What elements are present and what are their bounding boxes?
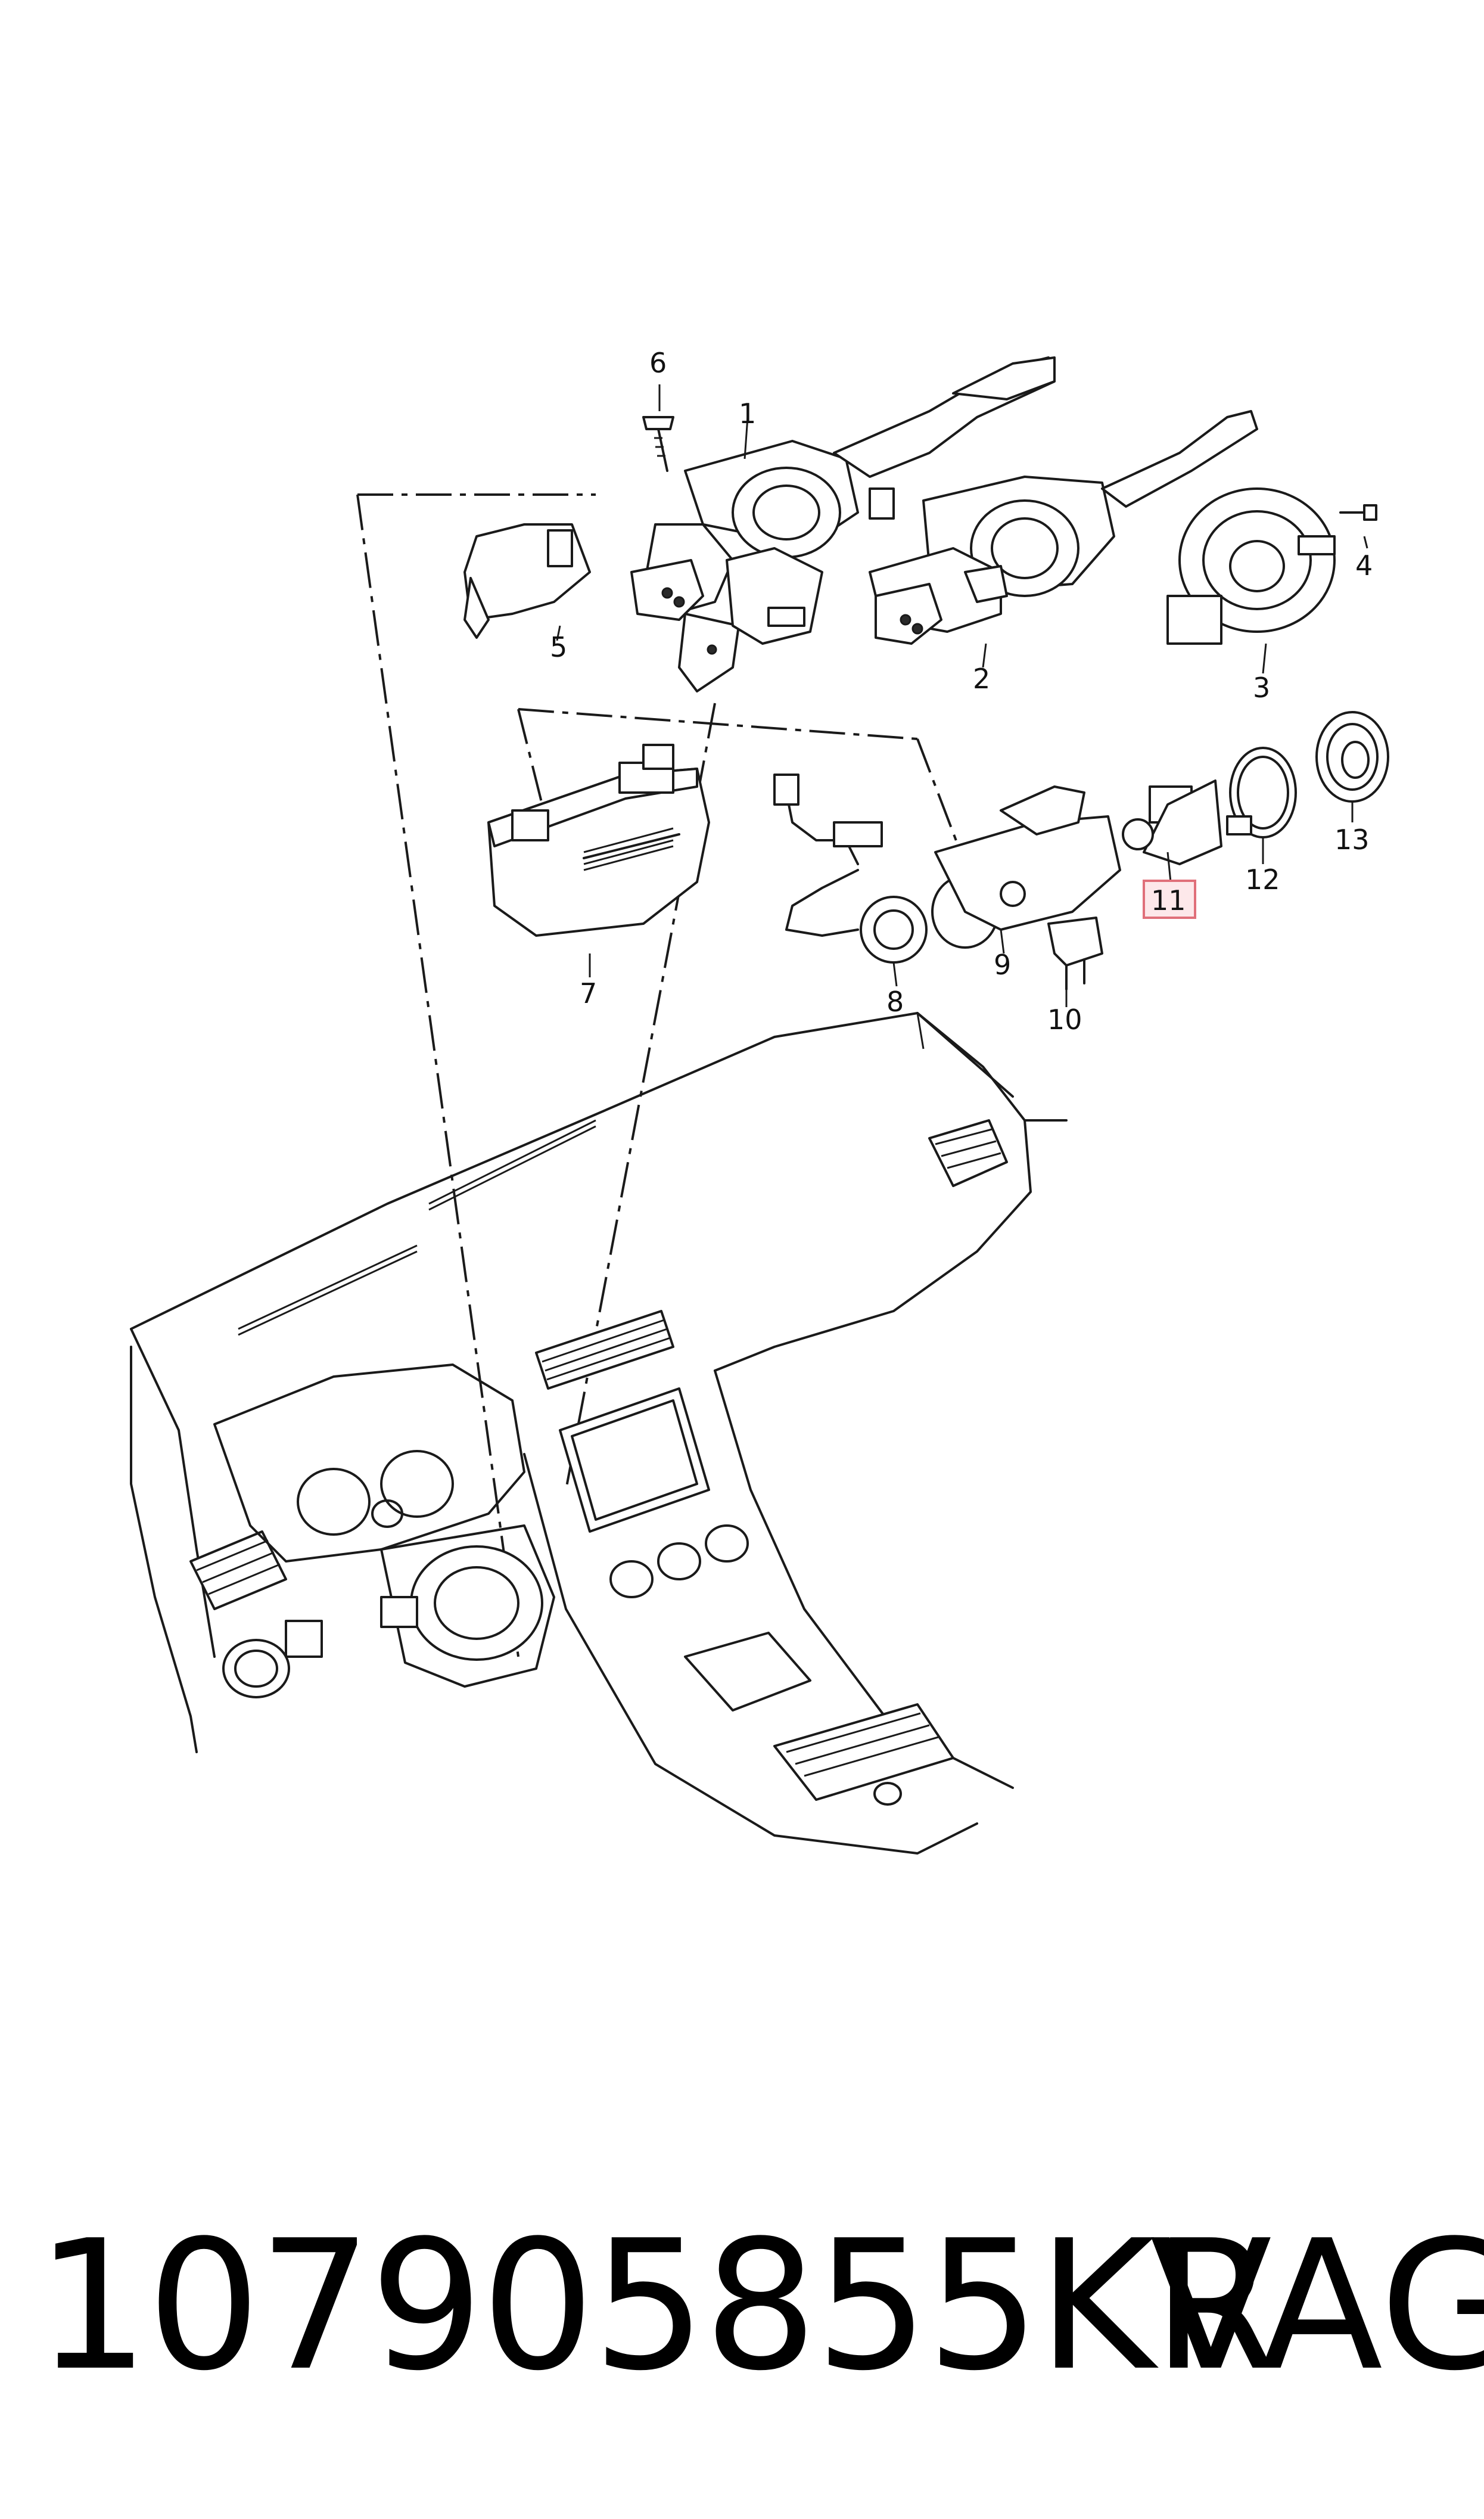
callout-10[interactable]: 10 — [1047, 1004, 1082, 1036]
callout-3[interactable]: 3 — [1253, 672, 1270, 704]
callout-2[interactable]: 2 — [973, 663, 990, 695]
part-6-screw — [642, 416, 674, 472]
callout-1[interactable]: 1 — [739, 397, 756, 430]
brand-name: VAG — [1150, 2202, 1484, 2410]
part-13-ring-cover — [1315, 711, 1389, 803]
part-3-clock-spring — [1166, 487, 1336, 645]
part-10-switch — [1047, 917, 1103, 990]
callout-9[interactable]: 9 — [994, 949, 1011, 981]
callout-5[interactable]: 5 — [550, 631, 567, 663]
part-2-combination-switch — [869, 410, 1258, 645]
part-4-screw — [1339, 504, 1377, 521]
part-1-combination-switch — [630, 356, 1056, 692]
part-12-ring — [1226, 747, 1297, 838]
callout-11-highlight — [1143, 880, 1196, 919]
part-9-lock-housing — [931, 785, 1121, 949]
callout-8[interactable]: 8 — [886, 986, 904, 1018]
dashboard-illustration — [130, 1012, 1068, 1855]
part-7-switch-module — [487, 744, 710, 937]
callout-13[interactable]: 13 — [1334, 824, 1370, 856]
part-5-bracket — [463, 523, 591, 639]
part-8-connector-harness — [773, 774, 928, 964]
callout-11[interactable]: 11 — [1151, 884, 1186, 917]
callout-7[interactable]: 7 — [580, 977, 597, 1010]
callout-6[interactable]: 6 — [649, 347, 667, 379]
callout-4[interactable]: 4 — [1355, 549, 1373, 582]
part-11-lock-cylinder — [1122, 779, 1222, 865]
callout-12[interactable]: 12 — [1245, 864, 1280, 896]
part-number: 107905855KR — [36, 2202, 1277, 2410]
leader-lines — [556, 384, 1368, 1007]
callout-labels: 6 1 4 5 2 3 13 12 11 7 9 8 10 — [550, 347, 1373, 1036]
